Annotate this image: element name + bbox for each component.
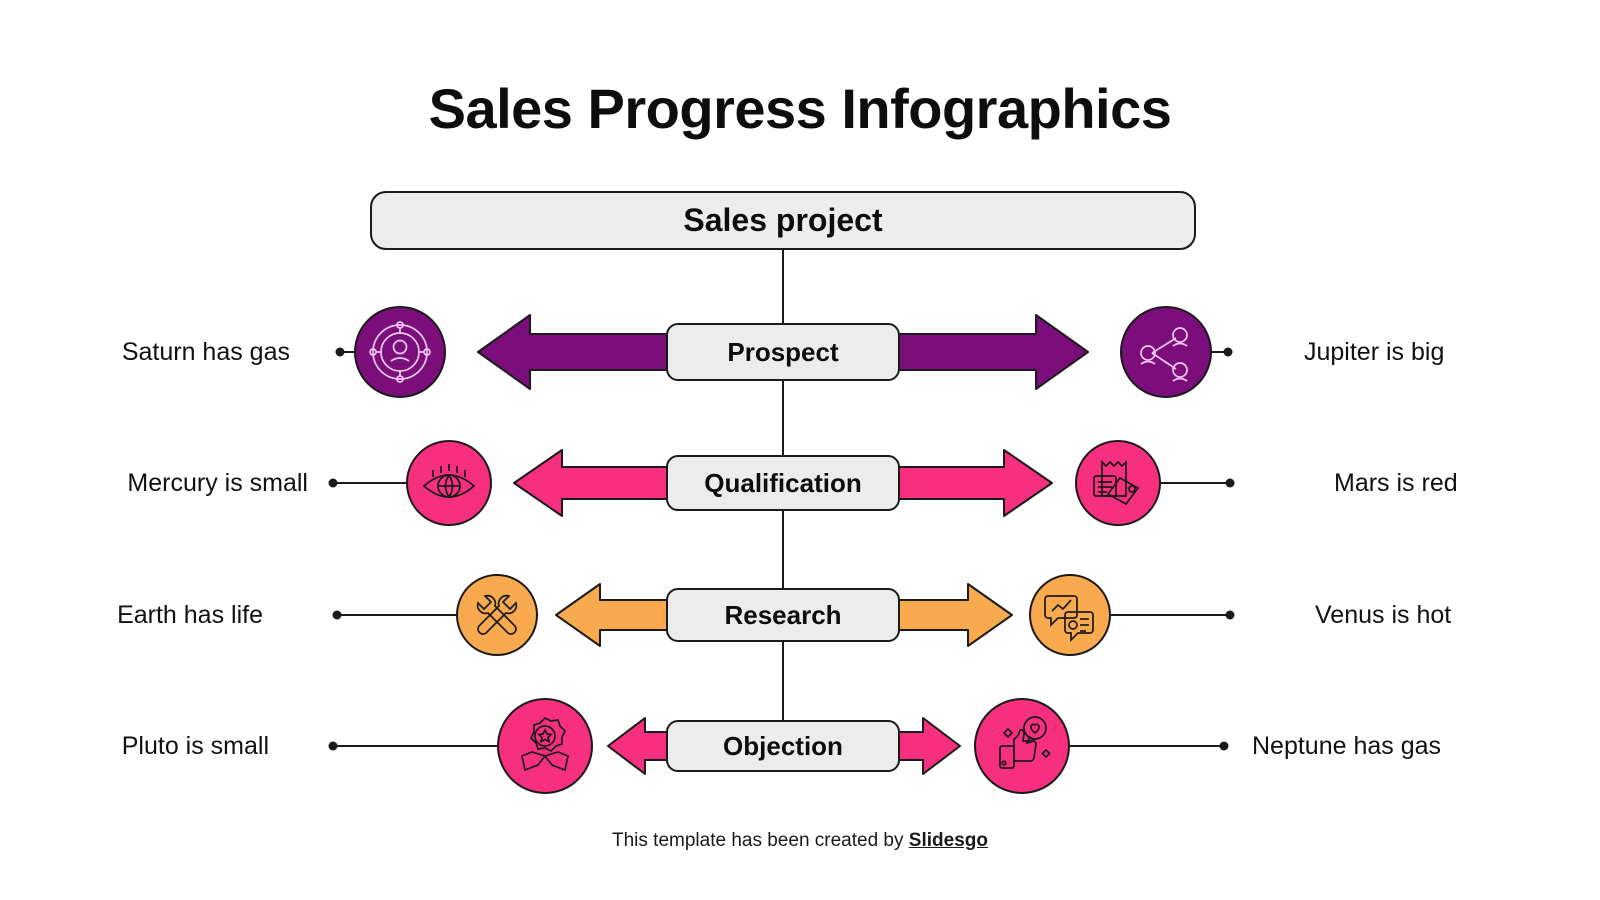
stage-box-objection[interactable]: Objection	[666, 720, 900, 772]
icon-circle-left-qualification[interactable]	[406, 440, 492, 526]
connector-dot-right-2	[1225, 478, 1235, 488]
side-label-left-research: Earth has life	[117, 601, 263, 629]
arrow-left-prospect	[477, 314, 677, 390]
arrow-left-qualification	[513, 449, 677, 517]
icon-circle-left-objection[interactable]	[497, 698, 593, 794]
arrow-left-research	[555, 583, 677, 647]
side-label-right-research: Venus is hot	[1315, 601, 1452, 629]
root-box[interactable]: Sales project	[370, 191, 1196, 250]
stage-label: Objection	[723, 730, 843, 761]
page-title: Sales Progress Infographics	[428, 77, 1172, 140]
thumbs-up-heart-icon	[999, 716, 1051, 769]
row-connectors-objection	[328, 741, 1229, 751]
award-ribbon-icon	[521, 716, 569, 772]
arrow-right-prospect	[889, 314, 1089, 390]
connector-dot-left-2	[328, 478, 338, 488]
tools-wrench-icon	[476, 594, 518, 635]
icon-circle-right-objection[interactable]	[974, 698, 1070, 794]
connector-dot-right-1	[1223, 347, 1233, 357]
row-connectors-qualification	[328, 478, 1235, 488]
connector-dot-left-4	[328, 741, 338, 751]
chat-chart-icon	[1044, 595, 1094, 643]
stage-label: Prospect	[727, 336, 839, 367]
row-connectors-research	[332, 610, 1235, 620]
connector-dot-left-3	[332, 610, 342, 620]
connector-dot-left-1	[335, 347, 345, 357]
side-label-left-qualification: Mercury is small	[127, 469, 308, 497]
side-label-right-objection: Neptune has gas	[1252, 732, 1442, 760]
arrow-right-objection	[889, 717, 961, 775]
connector-dot-right-4	[1219, 741, 1229, 751]
target-person-icon	[369, 321, 431, 383]
stage-label: Research	[724, 599, 842, 630]
arrow-right-qualification	[889, 449, 1053, 517]
side-label-right-prospect: Jupiter is big	[1304, 338, 1445, 366]
slidesgo-link[interactable]: Slidesgo	[908, 830, 988, 851]
arrow-right-research	[889, 583, 1013, 647]
side-label-left-prospect: Saturn has gas	[121, 338, 290, 366]
stage-box-research[interactable]: Research	[666, 588, 900, 642]
connector-dot-right-3	[1225, 610, 1235, 620]
icon-circle-left-prospect[interactable]	[354, 306, 446, 398]
icon-circle-left-research[interactable]	[456, 574, 538, 656]
receipt-invoice-icon	[1093, 459, 1140, 506]
row-arrows-qualification	[513, 449, 1053, 517]
footer-prefix: This template has been created by	[612, 830, 909, 851]
stage-box-prospect[interactable]: Prospect	[666, 323, 900, 381]
side-label-left-objection: Pluto is small	[121, 732, 269, 760]
root-box-label: Sales project	[683, 202, 883, 238]
side-label-right-qualification: Mars is red	[1334, 469, 1458, 497]
icon-circle-right-qualification[interactable]	[1075, 440, 1161, 526]
footer-credit: This template has been created by Slides…	[0, 830, 1600, 852]
eye-globe-icon	[422, 464, 476, 499]
icon-circle-right-prospect[interactable]	[1120, 306, 1212, 398]
stage-label: Qualification	[704, 467, 862, 498]
stage-box-qualification[interactable]: Qualification	[666, 455, 900, 511]
icon-circle-right-research[interactable]	[1029, 574, 1111, 656]
people-network-icon	[1140, 327, 1188, 382]
